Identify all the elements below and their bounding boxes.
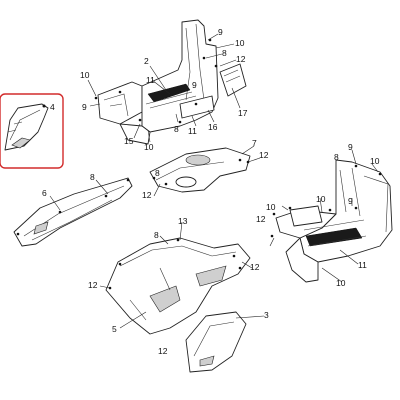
callout-label: 5 — [112, 324, 117, 334]
part-6-side-rail[interactable] — [13, 177, 133, 247]
part-2-front-body-assembly[interactable] — [94, 19, 247, 145]
callout-label: 9 — [348, 142, 353, 152]
callout-label: 10 — [316, 194, 326, 204]
callout-label: 11 — [358, 260, 367, 270]
callout-label: 10 — [336, 278, 346, 288]
callout-label: 12 — [158, 346, 168, 356]
part-4-side-panel[interactable] — [4, 103, 49, 151]
callout-label: 8 — [222, 48, 227, 58]
part-3-lower-panel[interactable] — [185, 311, 247, 373]
callout-label: 10 — [370, 156, 380, 166]
callout-label: 9 — [192, 80, 197, 90]
callout-label: 6 — [42, 188, 47, 198]
callout-label: 12 — [236, 54, 246, 64]
callout-label: 9 — [348, 196, 353, 206]
callout-label: 9 — [82, 102, 87, 112]
callout-label: 9 — [218, 27, 223, 37]
highlight-box — [0, 93, 64, 169]
part-7-console-cover[interactable] — [149, 147, 251, 193]
callout-label: 10 — [80, 70, 90, 80]
callout-label: 8 — [90, 172, 95, 182]
callout-label: 12 — [88, 280, 98, 290]
callout-label: 8 — [334, 152, 339, 162]
callout-label: 12 — [259, 150, 269, 160]
callout-label: 3 — [264, 310, 269, 320]
callout-label: 10 — [144, 142, 154, 152]
leader-lines — [43, 33, 379, 329]
callout-label: 17 — [238, 108, 248, 118]
callout-label: 16 — [208, 122, 218, 132]
callout-label: 8 — [154, 230, 159, 240]
callout-label: 4 — [50, 102, 55, 112]
callout-label: 11 — [188, 126, 197, 136]
callout-label: 12 — [250, 262, 260, 272]
callout-label: 2 — [144, 56, 149, 66]
callout-label: 8 — [155, 168, 160, 178]
callout-label: 15 — [124, 136, 134, 146]
part-5-lower-fairing[interactable] — [105, 237, 251, 335]
callout-label: 12 — [256, 214, 266, 224]
callout-label: 10 — [235, 38, 245, 48]
callout-label: 8 — [174, 124, 179, 134]
callout-labels: 2 11 9 10 8 12 17 10 9 9 15 10 8 11 16 4… — [42, 27, 380, 356]
callout-label: 10 — [266, 202, 276, 212]
floor-assembly[interactable] — [270, 159, 393, 283]
callout-label: 13 — [178, 216, 188, 226]
callout-label: 11 — [146, 75, 155, 85]
callout-label: 12 — [142, 190, 152, 200]
callout-label: 7 — [252, 138, 257, 148]
